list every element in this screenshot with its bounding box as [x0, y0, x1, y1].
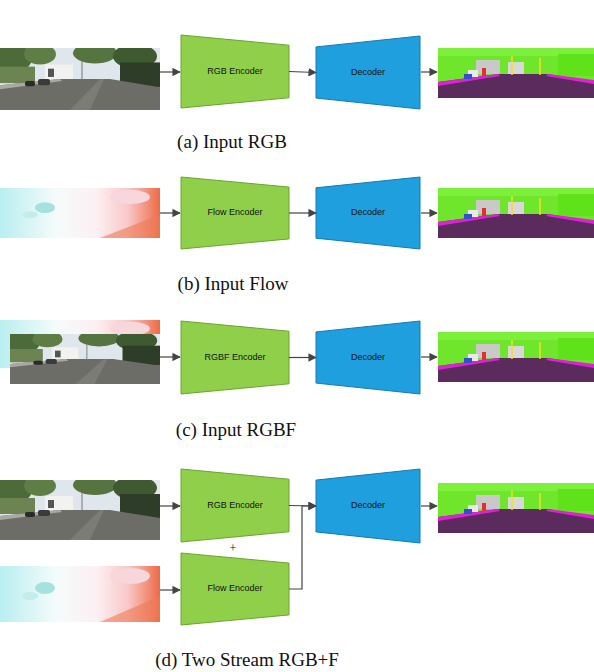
- segmentation-image: [438, 332, 594, 382]
- rgb-image: [3, 330, 161, 384]
- block-name: Decoder: [351, 501, 385, 511]
- trapezoid-fill: [181, 177, 289, 249]
- trapezoid-fill: [181, 553, 289, 625]
- segmentation-image: [438, 188, 594, 238]
- input-arrow: [160, 356, 180, 357]
- data-flow-arrow: [289, 72, 316, 73]
- decoder-block: Decoder: [316, 321, 420, 394]
- block-name: Flow Encoder: [207, 584, 262, 594]
- sum-symbol: +: [230, 541, 237, 556]
- input-arrow: [160, 71, 180, 72]
- segmentation-image: [438, 483, 594, 533]
- subfigure-caption: (b) Input Flow: [178, 273, 289, 295]
- block-name: RGB Encoder: [207, 501, 263, 511]
- output-arrow: [421, 71, 437, 72]
- trapezoid-fill: [181, 321, 289, 394]
- encoder-block: RGBF Encoder: [181, 321, 289, 394]
- segmentation-image: [438, 48, 594, 98]
- trapezoid-fill: [181, 469, 289, 542]
- subfigure-caption: (d) Two Stream RGB+F: [155, 649, 339, 671]
- flow-image: [0, 566, 160, 622]
- decoder-block: Decoder: [316, 469, 420, 543]
- trapezoid-fill: [316, 469, 420, 543]
- encoder-block: Flow Encoder: [181, 177, 289, 249]
- subfigure-caption: (c) Input RGBF: [176, 419, 296, 441]
- data-flow-arrow: [289, 505, 316, 507]
- trapezoid-fill: [181, 35, 289, 108]
- input-arrow: [160, 589, 180, 590]
- output-arrow: [421, 356, 437, 357]
- block-name: RGB Encoder: [207, 67, 263, 77]
- output-arrow: [421, 212, 437, 213]
- output-arrow: [421, 505, 437, 506]
- subfigure-caption: (a) Input RGB: [177, 131, 287, 153]
- input-arrow: [160, 505, 180, 506]
- block-name: Decoder: [351, 68, 385, 78]
- encoder-block: Flow Encoder: [181, 553, 289, 625]
- encoder-block: RGB Encoder: [181, 35, 289, 108]
- block-name: RGBF Encoder: [204, 353, 265, 363]
- block-name: Decoder: [351, 208, 385, 218]
- input-arrow: [160, 212, 180, 213]
- trapezoid-fill: [316, 36, 420, 109]
- trapezoid-fill: [316, 321, 420, 394]
- block-name: Decoder: [351, 353, 385, 363]
- decoder-block: Decoder: [316, 36, 420, 109]
- data-flow-arrow: [289, 357, 316, 358]
- flow-image: [0, 188, 160, 238]
- data-flow-arrow: [289, 212, 316, 213]
- encoder-block: RGB Encoder: [181, 469, 289, 542]
- data-flow-arrow: [289, 506, 316, 589]
- block-name: Flow Encoder: [207, 208, 262, 218]
- rgb-image: [0, 43, 160, 110]
- decoder-block: Decoder: [316, 177, 420, 249]
- trapezoid-fill: [316, 177, 420, 249]
- rgb-image: [0, 475, 160, 540]
